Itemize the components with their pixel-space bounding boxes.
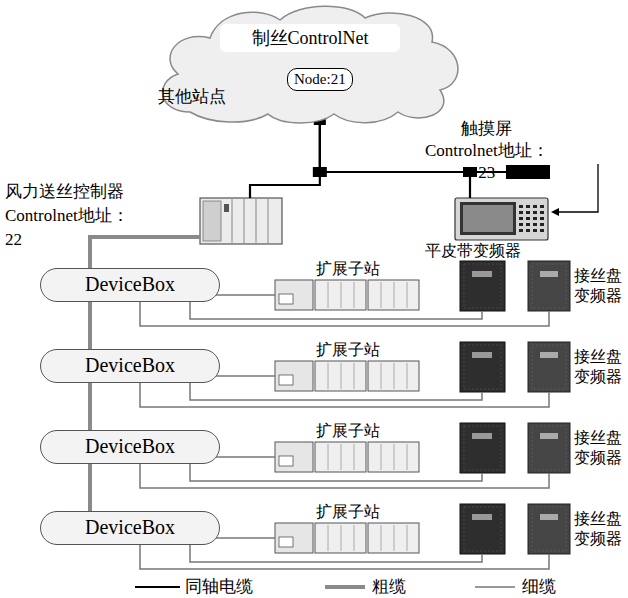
annotation-label: 平皮带变频器 <box>425 241 521 261</box>
belt-inverter <box>460 504 505 554</box>
thin-cable <box>216 375 275 377</box>
station-modules <box>275 280 419 310</box>
inverter-unit <box>528 423 570 473</box>
station-heading: 扩展子站 <box>275 340 420 360</box>
thick-cable <box>88 383 92 430</box>
expansion-station: 扩展子站 <box>275 340 420 392</box>
drum-inverter: 接丝盘 变频器 <box>528 261 624 311</box>
thick-cable <box>90 237 200 268</box>
devicebox-label: DeviceBox <box>41 512 219 543</box>
node-address: Node:21 <box>294 70 346 89</box>
inverter-heading: 接丝盘 变频器 <box>574 509 622 549</box>
thin-cable <box>216 456 275 458</box>
touch-screen-node: 触摸屏 Controlnet地址：23 <box>455 198 548 240</box>
inverter-heading: 接丝盘 变频器 <box>574 428 622 468</box>
annotation-label: 其他站点 <box>158 86 226 107</box>
thick-cable <box>88 302 92 349</box>
thick-cable <box>88 464 92 511</box>
thin-cable <box>216 294 275 296</box>
arrow-head <box>551 208 559 216</box>
thin-cable <box>140 302 549 326</box>
network-title: 制丝ControlNet <box>150 27 470 49</box>
device-heading: 风力送丝控制器 Controlnet地址：22 <box>5 180 129 252</box>
belt-inverter <box>460 342 505 392</box>
devicebox-label: DeviceBox <box>41 269 219 300</box>
inverter-unit <box>528 342 570 392</box>
devicebox-pill: DeviceBox <box>40 268 220 302</box>
node-address-box: Node:21 <box>287 68 353 91</box>
plc-controller <box>200 198 282 244</box>
drum-inverter: 接丝盘 变频器 <box>528 423 624 473</box>
network-cloud: 制丝ControlNetNode:21 <box>150 2 470 126</box>
legend-text: 细缆 <box>522 576 556 597</box>
drum-inverter: 接丝盘 变频器 <box>528 504 624 554</box>
station-modules <box>275 442 419 472</box>
legend-text: 粗缆 <box>372 576 406 597</box>
devicebox-label: DeviceBox <box>41 431 219 462</box>
thin-cable <box>140 383 549 407</box>
devicebox-pill: DeviceBox <box>40 349 220 383</box>
station-heading: 扩展子站 <box>275 421 420 441</box>
station-modules <box>275 523 419 553</box>
inverter-heading: 接丝盘 变频器 <box>574 266 622 306</box>
station-modules <box>275 361 419 391</box>
device-heading: 触摸屏 Controlnet地址：23 <box>425 118 549 184</box>
thin-cable <box>140 545 549 569</box>
devicebox-label: DeviceBox <box>41 350 219 381</box>
inverter-unit <box>528 261 570 311</box>
expansion-station: 扩展子站 <box>275 502 420 554</box>
drum-inverter: 接丝盘 变频器 <box>528 342 624 392</box>
legend-sample-thick <box>325 585 365 589</box>
devicebox-pill: DeviceBox <box>40 430 220 464</box>
legend-sample-thin <box>475 586 515 588</box>
belt-inverter <box>460 423 505 473</box>
touch-screen <box>455 198 548 240</box>
controller-node: 风力送丝控制器 Controlnet地址：22 <box>200 198 282 244</box>
legend-text: 同轴电缆 <box>185 576 253 597</box>
belt-inverter <box>460 261 505 311</box>
terminator <box>506 165 550 179</box>
station-heading: 扩展子站 <box>275 502 420 522</box>
expansion-station: 扩展子站 <box>275 421 420 473</box>
thin-cable <box>140 464 549 488</box>
devicebox-pill: DeviceBox <box>40 511 220 545</box>
legend-sample-coax <box>135 586 180 588</box>
thin-cable <box>216 537 275 539</box>
station-heading: 扩展子站 <box>275 259 420 279</box>
inverter-heading: 接丝盘 变频器 <box>574 347 622 387</box>
inverter-unit <box>528 504 570 554</box>
cloud-outline <box>150 2 470 126</box>
expansion-station: 扩展子站 <box>275 259 420 311</box>
pointer-line <box>558 164 598 212</box>
